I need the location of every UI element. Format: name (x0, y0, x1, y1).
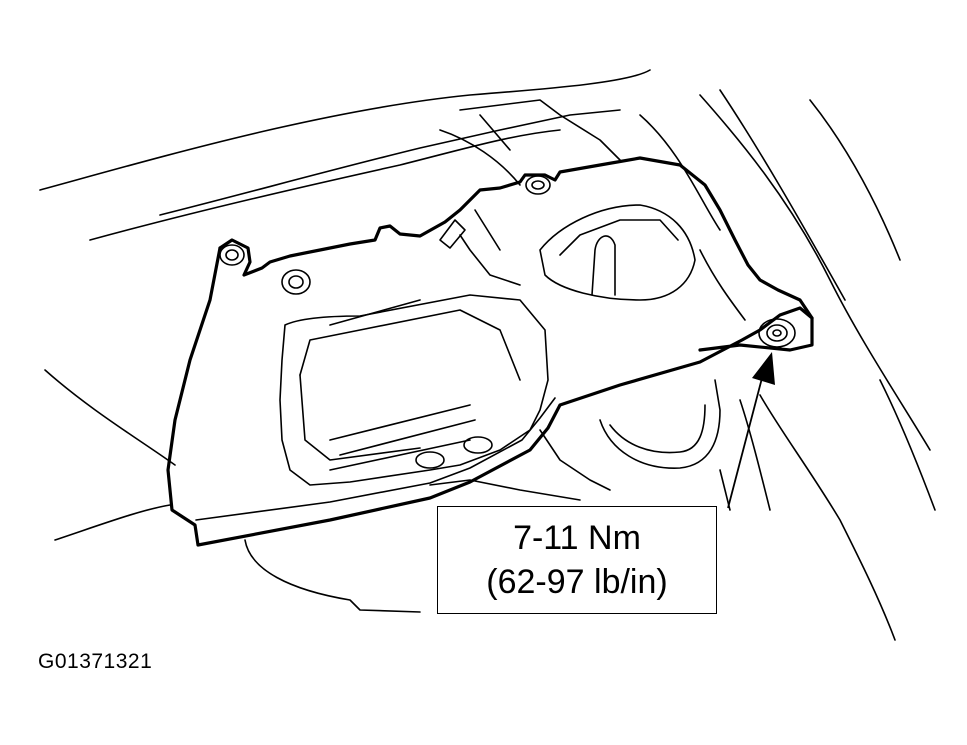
bolt-icon (525, 175, 551, 195)
bolt-icon (281, 269, 311, 295)
figure-id: G01371321 (38, 650, 153, 673)
torque-spec-callout: 7-11 Nm (62-97 lb/in) (437, 506, 717, 614)
bolt-icon (758, 318, 796, 348)
engine-background-lines (39, 69, 936, 641)
torque-lbin-label: (62-97 lb/in) (486, 563, 668, 601)
engine-mount-bracket (166, 156, 814, 547)
bolt-icon (219, 244, 245, 266)
torque-nm-label: 7-11 Nm (513, 519, 641, 557)
arrow-up-icon (727, 352, 775, 509)
